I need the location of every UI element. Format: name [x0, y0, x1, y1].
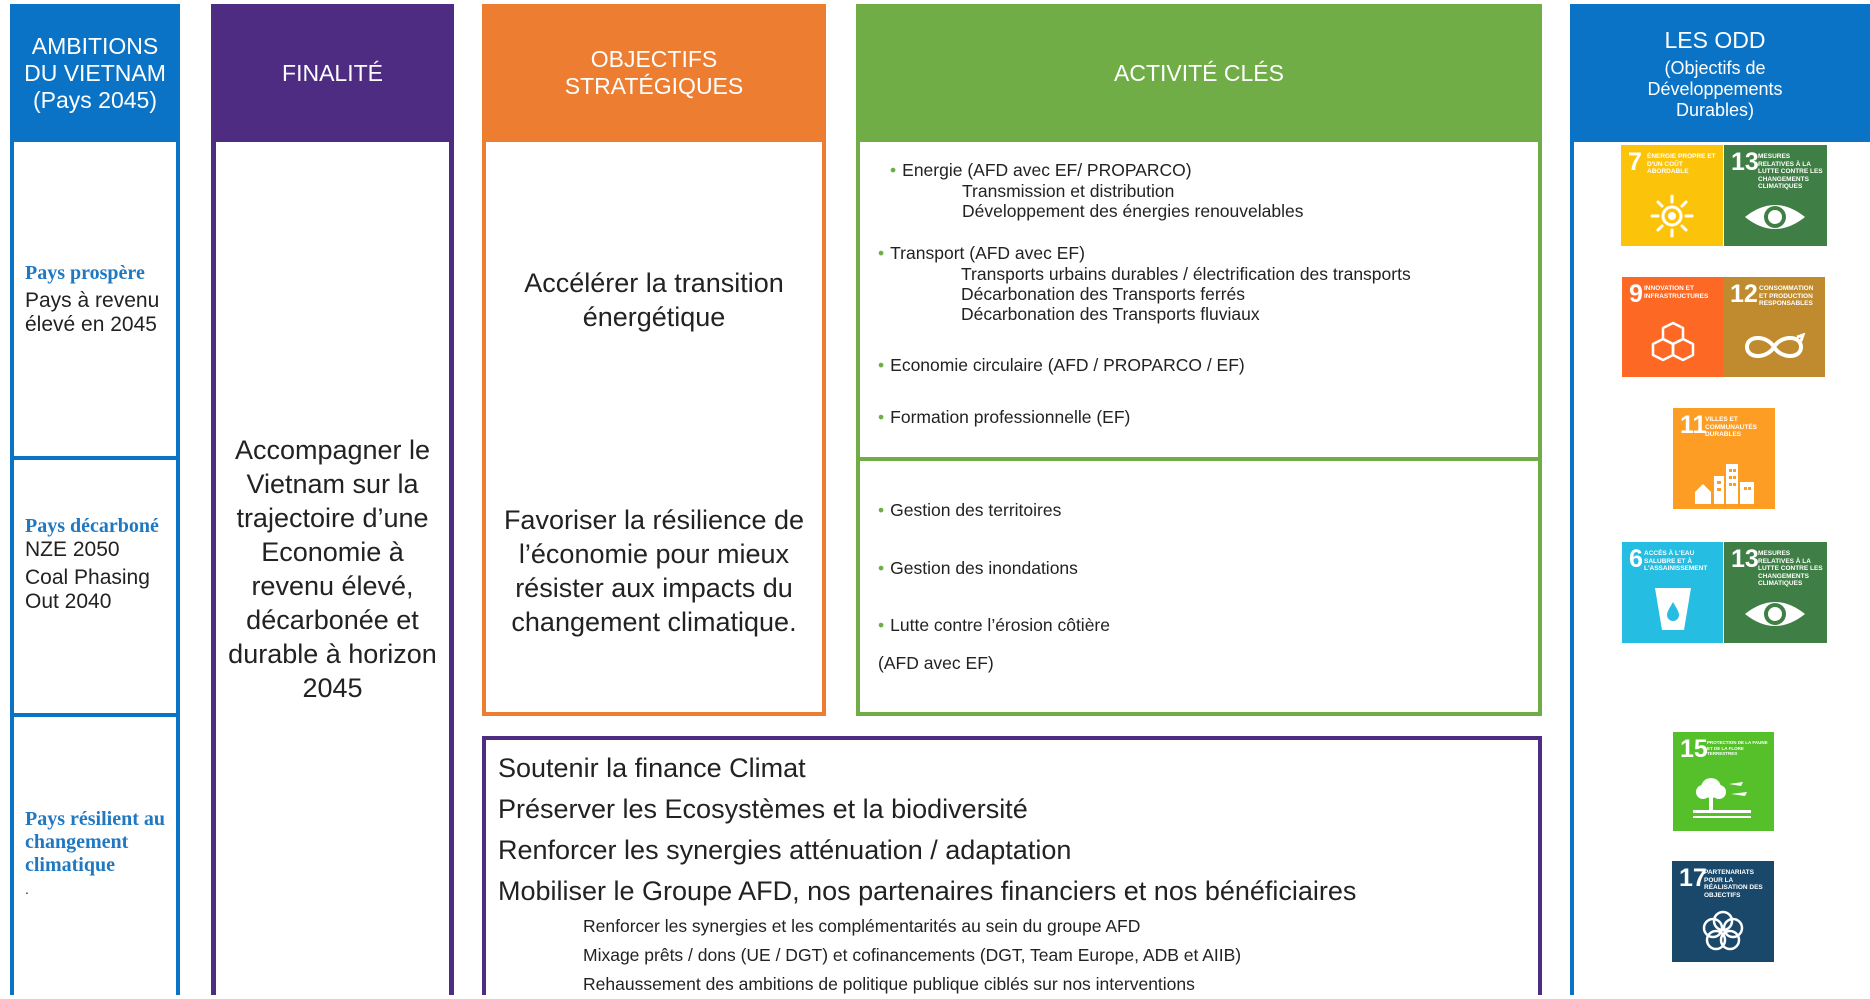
ambition-decarbonised: Pays décarboné NZE 2050 Coal Phasing Out… — [25, 515, 175, 614]
ambition-title: Pays décarboné — [25, 515, 159, 537]
activity-item: •Gestion des inondations — [878, 558, 1078, 578]
ambition-divider — [10, 713, 180, 717]
flower-icon — [1702, 910, 1744, 951]
ambition-description: Coal Phasing Out 2040 — [25, 566, 150, 613]
activites-header: ACTIVITÉ CLÉS — [856, 4, 1542, 142]
sdg-number: 11 — [1680, 411, 1707, 439]
odd-header: LES ODD (Objectifs de Développements Dur… — [1570, 4, 1870, 142]
ambition-divider — [10, 456, 180, 460]
sdg-label: ÉNERGIE PROPRE ET D'UN COÛT ABORDABLE — [1647, 153, 1716, 175]
sdg-tile-6: 6 ACCÈS À L'EAU SALUBRE ET À L'ASSAINISS… — [1622, 542, 1723, 643]
sdg-number: 9 — [1629, 280, 1643, 308]
ambition-resilient: Pays résilient au changement climatique … — [25, 808, 175, 901]
sdg-label: MESURES RELATIVES À LA LUTTE CONTRE LES … — [1758, 153, 1823, 190]
activity-note-text: (AFD avec EF) — [878, 653, 994, 673]
sdg-number: 6 — [1629, 545, 1643, 573]
activity-label: Formation professionnelle (EF) — [890, 407, 1131, 427]
ambitions-header: AMBITIONS DU VIETNAM (Pays 2045) — [10, 4, 180, 142]
activity-item: •Lutte contre l’érosion côtière — [878, 615, 1110, 635]
activity-item: •Formation professionnelle (EF) — [878, 407, 1131, 427]
transversal-line: Mobiliser le Groupe AFD, nos partenaires… — [498, 876, 1357, 906]
objective-energy-transition: Accélérer la transition énergétique — [524, 268, 784, 332]
objectifs-header-text: OBJECTIFS STRATÉGIQUES — [564, 46, 744, 99]
objective-resilience: Favoriser la résilience de l’économie po… — [503, 505, 805, 637]
sun-icon — [1650, 194, 1694, 238]
sdg-number: 7 — [1628, 148, 1642, 176]
sdg-number: 13 — [1731, 545, 1759, 573]
activity-item: •Transport (AFD avec EF) Transports urba… — [878, 243, 1528, 324]
activity-item: •Economie circulaire (AFD / PROPARCO / E… — [878, 355, 1245, 375]
ambition-description: NZE 2050 — [25, 538, 120, 561]
infinity-icon — [1744, 332, 1806, 358]
cubes-icon — [1651, 321, 1695, 362]
activity-label: Energie (AFD avec EF/ PROPARCO) — [902, 160, 1192, 180]
sdg-tile-12: 12 CONSOMMATION ET PRODUCTION RESPONSABL… — [1723, 277, 1825, 377]
activity-item: •Gestion des territoires — [878, 500, 1062, 520]
sdg-tile-15: 15 PROTECTION DE LA FAUNE ET DE LA FLORE… — [1673, 732, 1774, 831]
sdg-tile-17: 17 PARTENARIATS POUR LA RÉALISATION DES … — [1672, 861, 1774, 962]
sdg-label: PARTENARIATS POUR LA RÉALISATION DES OBJ… — [1704, 869, 1763, 899]
ambition-description: Pays à revenu élevé en 2045 — [25, 289, 160, 336]
tree-icon — [1693, 778, 1751, 818]
activity-item: •Energie (AFD avec EF/ PROPARCO) Transmi… — [890, 160, 1530, 221]
ambitions-header-text: AMBITIONS DU VIETNAM (Pays 2045) — [24, 32, 166, 113]
activity-label: Transport (AFD avec EF) — [890, 243, 1085, 263]
sdg-number: 15 — [1680, 735, 1708, 763]
activity-note: (AFD avec EF) — [878, 653, 994, 674]
transversal-subline: Mixage prêts / dons (UE / DGT) et cofina… — [583, 945, 1242, 965]
odd-header-subtitle: (Objectifs de Développements Durables) — [1647, 57, 1783, 120]
sdg-label: CONSOMMATION ET PRODUCTION RESPONSABLES — [1759, 285, 1814, 307]
sdg-label: VILLES ET COMMUNAUTÉS DURABLES — [1705, 416, 1757, 438]
sdg-number: 12 — [1730, 280, 1758, 308]
activity-subitem: Transmission et distribution — [962, 181, 1175, 201]
transversal-line: Soutenir la finance Climat — [498, 753, 806, 783]
odd-header-title: LES ODD — [1664, 26, 1766, 53]
activites-header-text: ACTIVITÉ CLÉS — [1114, 59, 1284, 86]
transversal-subline: Renforcer les synergies et les complémen… — [583, 916, 1141, 936]
transversal-subline: Rehaussement des ambitions de politique … — [583, 974, 1195, 994]
transversal-content: Soutenir la finance Climat Préserver les… — [498, 748, 1528, 999]
activity-label: Gestion des inondations — [890, 558, 1078, 578]
activity-subitem: Transports urbains durables / électrific… — [961, 264, 1411, 284]
sdg-label: PROTECTION DE LA FAUNE ET DE LA FLORE TE… — [1707, 740, 1768, 756]
activity-subitem: Décarbonation des Transports ferrés — [961, 284, 1246, 304]
activity-label: Economie circulaire (AFD / PROPARCO / EF… — [890, 355, 1245, 375]
finalite-header-text: FINALITÉ — [282, 59, 383, 86]
eye-globe-icon — [1745, 205, 1805, 229]
city-icon — [1695, 464, 1754, 504]
objectifs-header: OBJECTIFS STRATÉGIQUES — [482, 4, 826, 142]
sdg-tile-9: 9 INNOVATION ET INFRASTRUCTURES — [1622, 277, 1723, 377]
activity-subitem: Développement des énergies renouvelables — [962, 201, 1304, 221]
sdg-tile-13: 13 MESURES RELATIVES À LA LUTTE CONTRE L… — [1724, 542, 1827, 643]
sdg-tile-7: 7 ÉNERGIE PROPRE ET D'UN COÛT ABORDABLE — [1621, 145, 1723, 246]
sdg-tile-13: 13 MESURES RELATIVES À LA LUTTE CONTRE L… — [1724, 145, 1827, 246]
activites-divider — [856, 457, 1542, 461]
sdg-number: 17 — [1679, 864, 1707, 892]
transversal-box — [482, 736, 1542, 995]
eye-globe-icon — [1745, 602, 1805, 626]
activity-label: Gestion des territoires — [890, 500, 1062, 520]
sdg-label: INNOVATION ET INFRASTRUCTURES — [1644, 285, 1709, 300]
transversal-line: Préserver les Ecosystèmes et la biodiver… — [498, 794, 1028, 824]
activity-label: Lutte contre l’érosion côtière — [890, 615, 1110, 635]
finalite-text: Accompagner le Vietnam sur la trajectoir… — [228, 435, 437, 703]
transversal-line: Renforcer les synergies atténuation / ad… — [498, 835, 1072, 865]
sdg-label: MESURES RELATIVES À LA LUTTE CONTRE LES … — [1758, 550, 1823, 587]
water-glass-icon — [1655, 588, 1691, 630]
sdg-label: ACCÈS À L'EAU SALUBRE ET À L'ASSAINISSEM… — [1644, 550, 1708, 572]
ambition-description: . — [25, 881, 29, 897]
sdg-number: 13 — [1731, 148, 1759, 176]
ambition-title: Pays prospère — [25, 262, 145, 284]
sdg-tile-11: 11 VILLES ET COMMUNAUTÉS DURABLES — [1673, 408, 1775, 509]
activity-subitem: Décarbonation des Transports fluviaux — [961, 304, 1260, 324]
ambition-prosperous: Pays prospère Pays à revenu élevé en 204… — [25, 262, 175, 337]
finalite-header: FINALITÉ — [211, 4, 454, 142]
ambition-title: Pays résilient au changement climatique — [25, 808, 165, 876]
